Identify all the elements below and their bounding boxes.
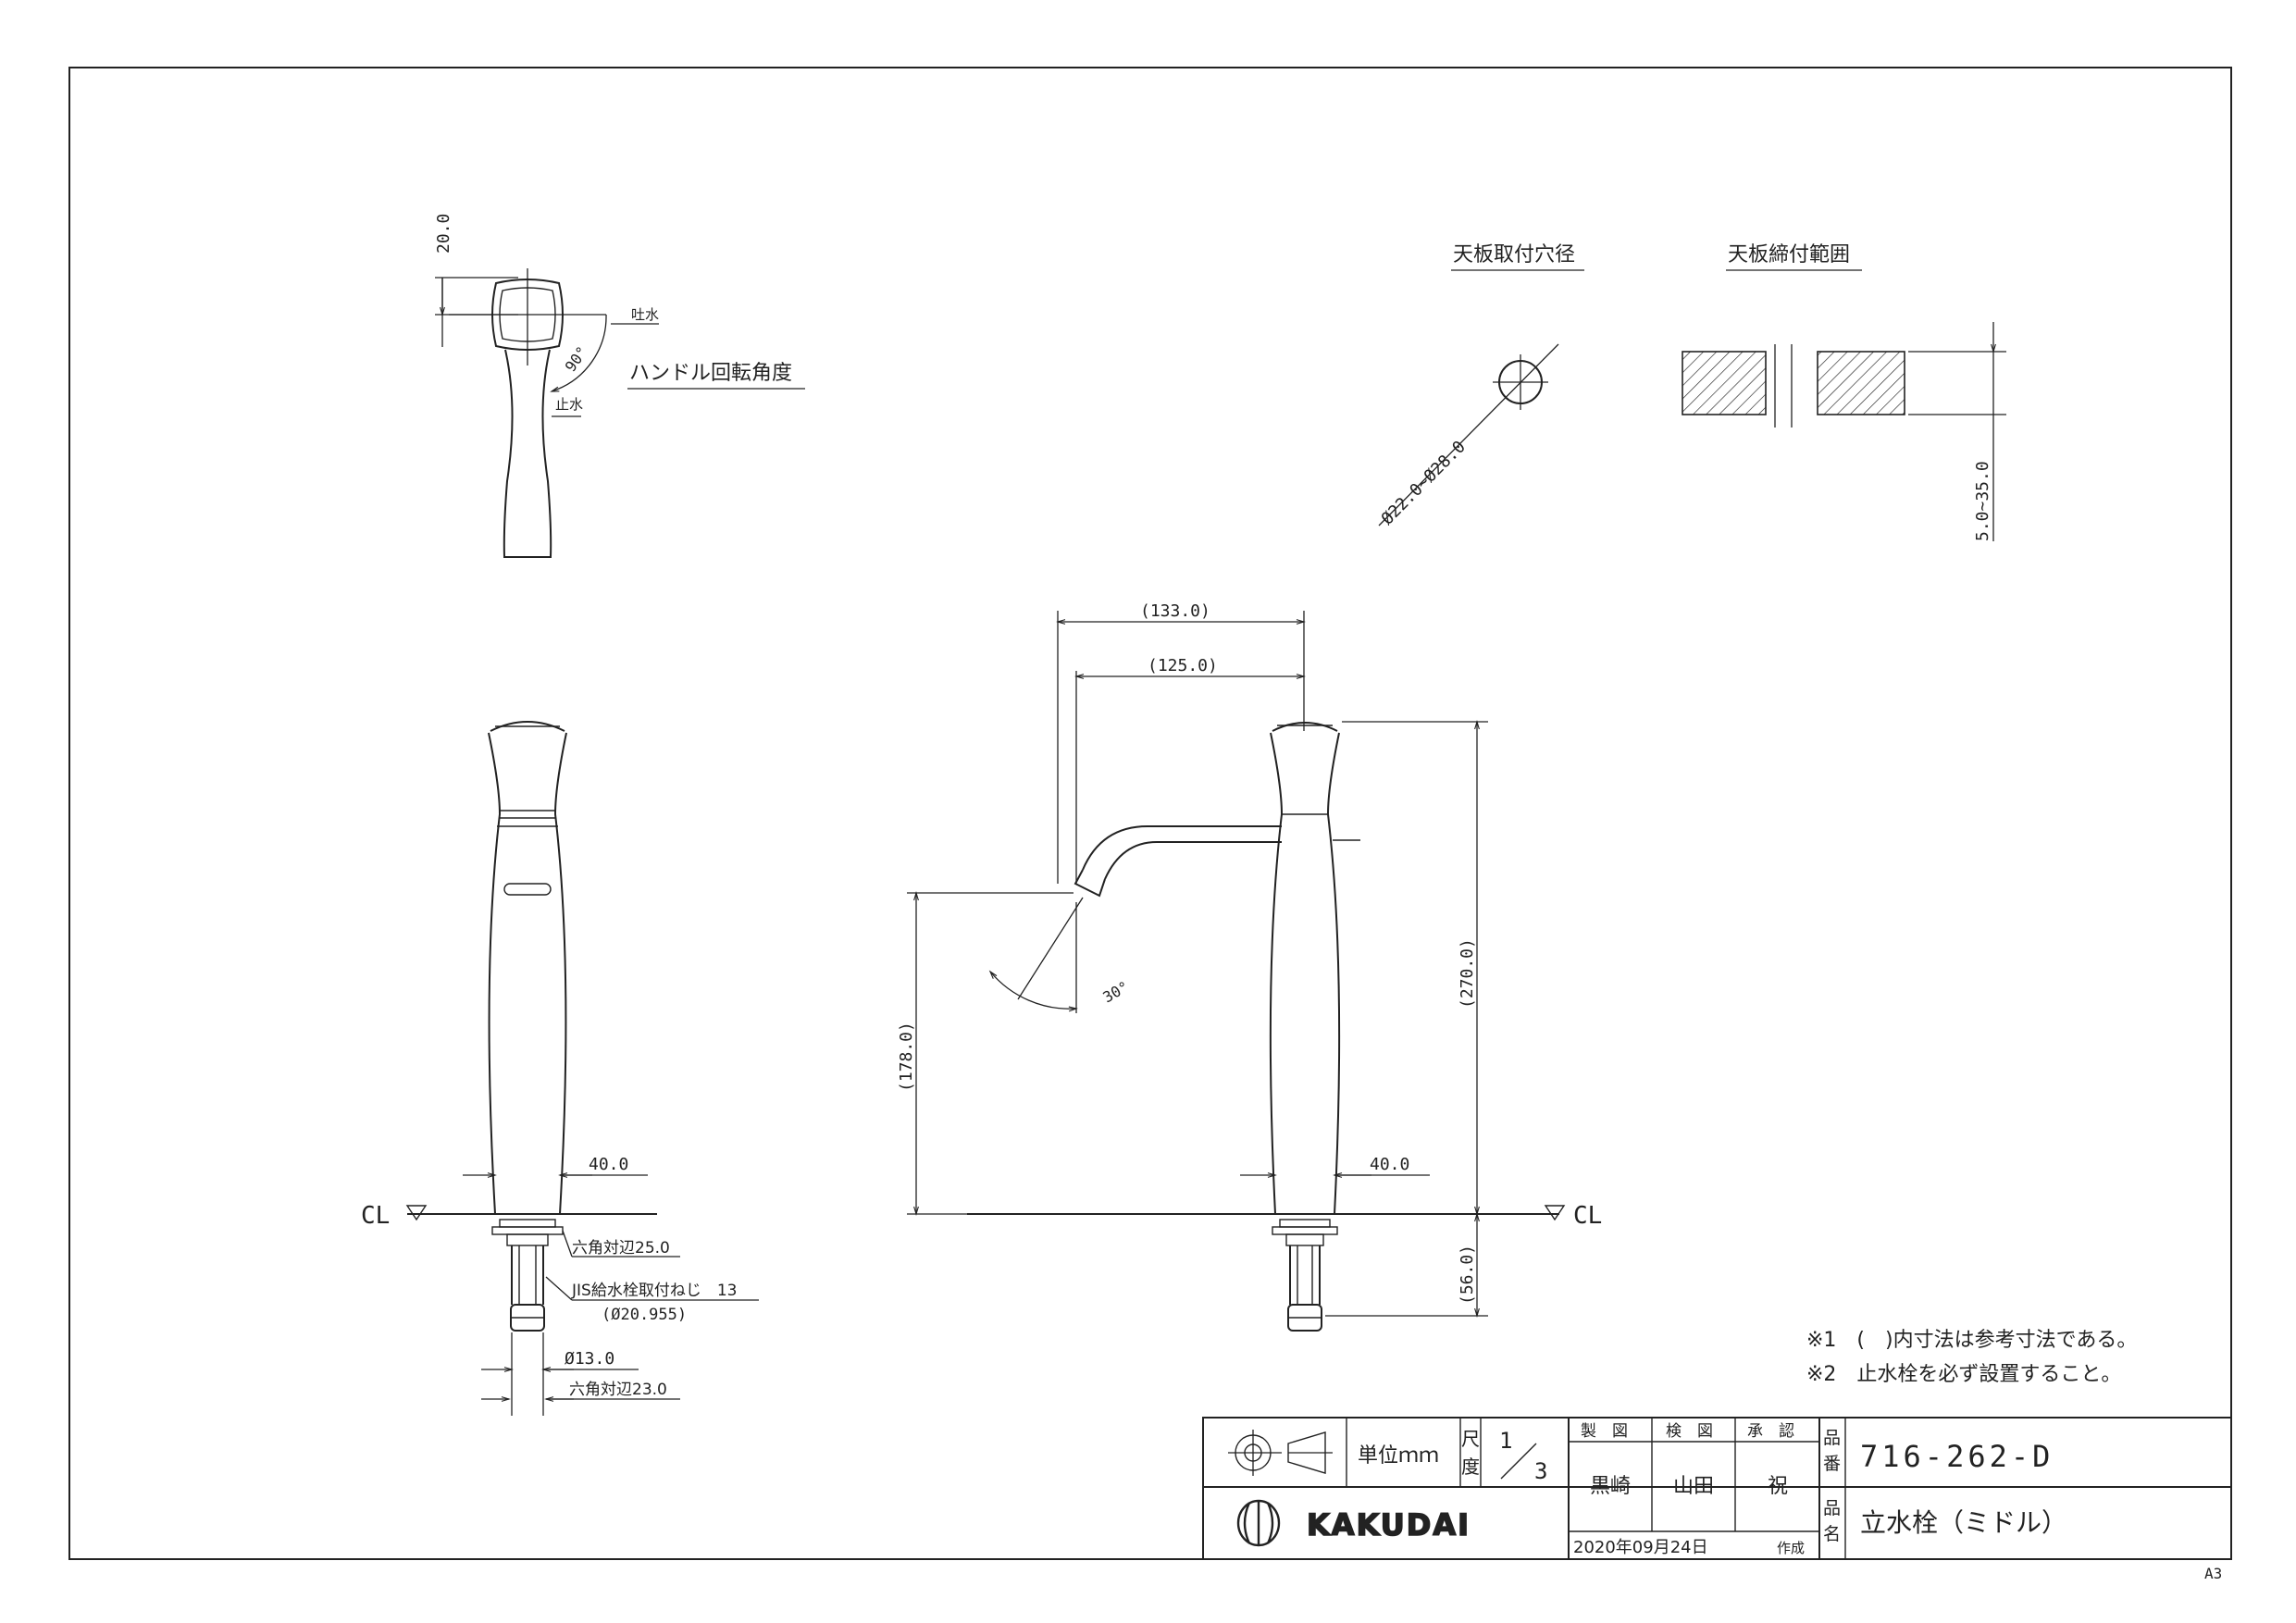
hex23-label: 六角対辺23.0 [569,1381,667,1399]
thickness-range: 5.0~35.0 [1973,461,1992,541]
top-dim-height: 20.0 [434,214,453,254]
thickness-title: 天板締付範囲 [1728,243,1850,266]
product-name: 立水栓（ミドル） [1860,1507,2067,1538]
rotation-title: ハンドル回転角度 [629,362,792,385]
side-cl: CL [1573,1202,1602,1230]
reach-inner: (125.0) [1148,656,1218,675]
kakudai-logo: KAKUDAI [1236,1499,1471,1547]
note-2: ※2 止水栓を必ず設置すること。 [1806,1363,2121,1386]
approved-label: 承 認 [1747,1422,1794,1441]
sheet-border [68,67,2232,1560]
unit-label: 単位ｍｍ [1358,1444,1439,1468]
label-stop: 止水 [555,396,583,413]
checked-label: 検 図 [1666,1422,1713,1441]
thread-dia: (Ø20.955) [602,1306,687,1324]
angle-label: 90° [562,343,591,376]
drawn-by: 黒崎 [1590,1475,1631,1498]
scale-num: 1 [1499,1428,1512,1454]
side-view: (133.0) (125.0) 30° (178.0) (270.0) CL [897,601,1602,1332]
thread-label: JIS給水栓取付ねじ 13 [571,1282,737,1300]
pipe-dia: Ø13.0 [565,1349,614,1369]
handle-body [503,349,552,558]
part-number: 716-262-D [1860,1439,2054,1474]
name-label-2: 名 [1823,1524,1841,1544]
hole-diameter: Ø22.0~Ø28.0 [1378,437,1470,528]
side-width: 40.0 [1370,1155,1409,1174]
front-width: 40.0 [589,1155,628,1174]
reach-outer: (133.0) [1140,601,1210,621]
thickness-detail: 天板締付範囲 5.0~35.0 [1682,243,2006,541]
spout-angle: 30° [1100,978,1133,1007]
date: 2020年09月24日 [1573,1538,1708,1557]
top-view: 20.0 90° 吐水 止水 ハンドル回転角度 [434,214,805,558]
scale-label-2: 度 [1461,1456,1480,1478]
hole-detail: 天板取付穴径 Ø22.0~Ø28.0 [1378,243,1584,529]
title-block: 単位ｍｍ 尺 度 1 3 製 図 検 図 承 認 黒崎 山田 祝 品 番 716… [1202,1417,2232,1560]
name-label-1: 品 [1823,1498,1841,1518]
company-name: KAKUDAI [1307,1507,1471,1542]
note-1: ※1 ( )内寸法は参考寸法である。 [1806,1329,2137,1352]
drawn-label: 製 図 [1581,1422,1628,1441]
part-no-label-2: 番 [1823,1454,1841,1474]
scale-den: 3 [1534,1458,1547,1484]
height-spout: (178.0) [897,1022,916,1092]
created-label: 作成 [1777,1540,1805,1556]
hole-title: 天板取付穴径 [1453,243,1575,266]
hex25-label: 六角対辺25.0 [572,1239,670,1258]
checked-by: 山田 [1673,1475,1714,1498]
approved-by: 祝 [1768,1475,1788,1498]
scale-label-1: 尺 [1461,1428,1480,1450]
label-discharge: 吐水 [631,306,659,323]
front-cl: CL [361,1202,390,1230]
front-view: CL 40.0 六角対辺25.0 JIS給水栓取付ねじ 13 (Ø20.955)… [361,721,759,1416]
bottom-dim: (56.0) [1458,1245,1477,1305]
height-total: (270.0) [1458,938,1477,1009]
sheet-size: A3 [2204,1565,2222,1582]
part-no-label-1: 品 [1823,1428,1841,1448]
handle-top [491,279,564,351]
